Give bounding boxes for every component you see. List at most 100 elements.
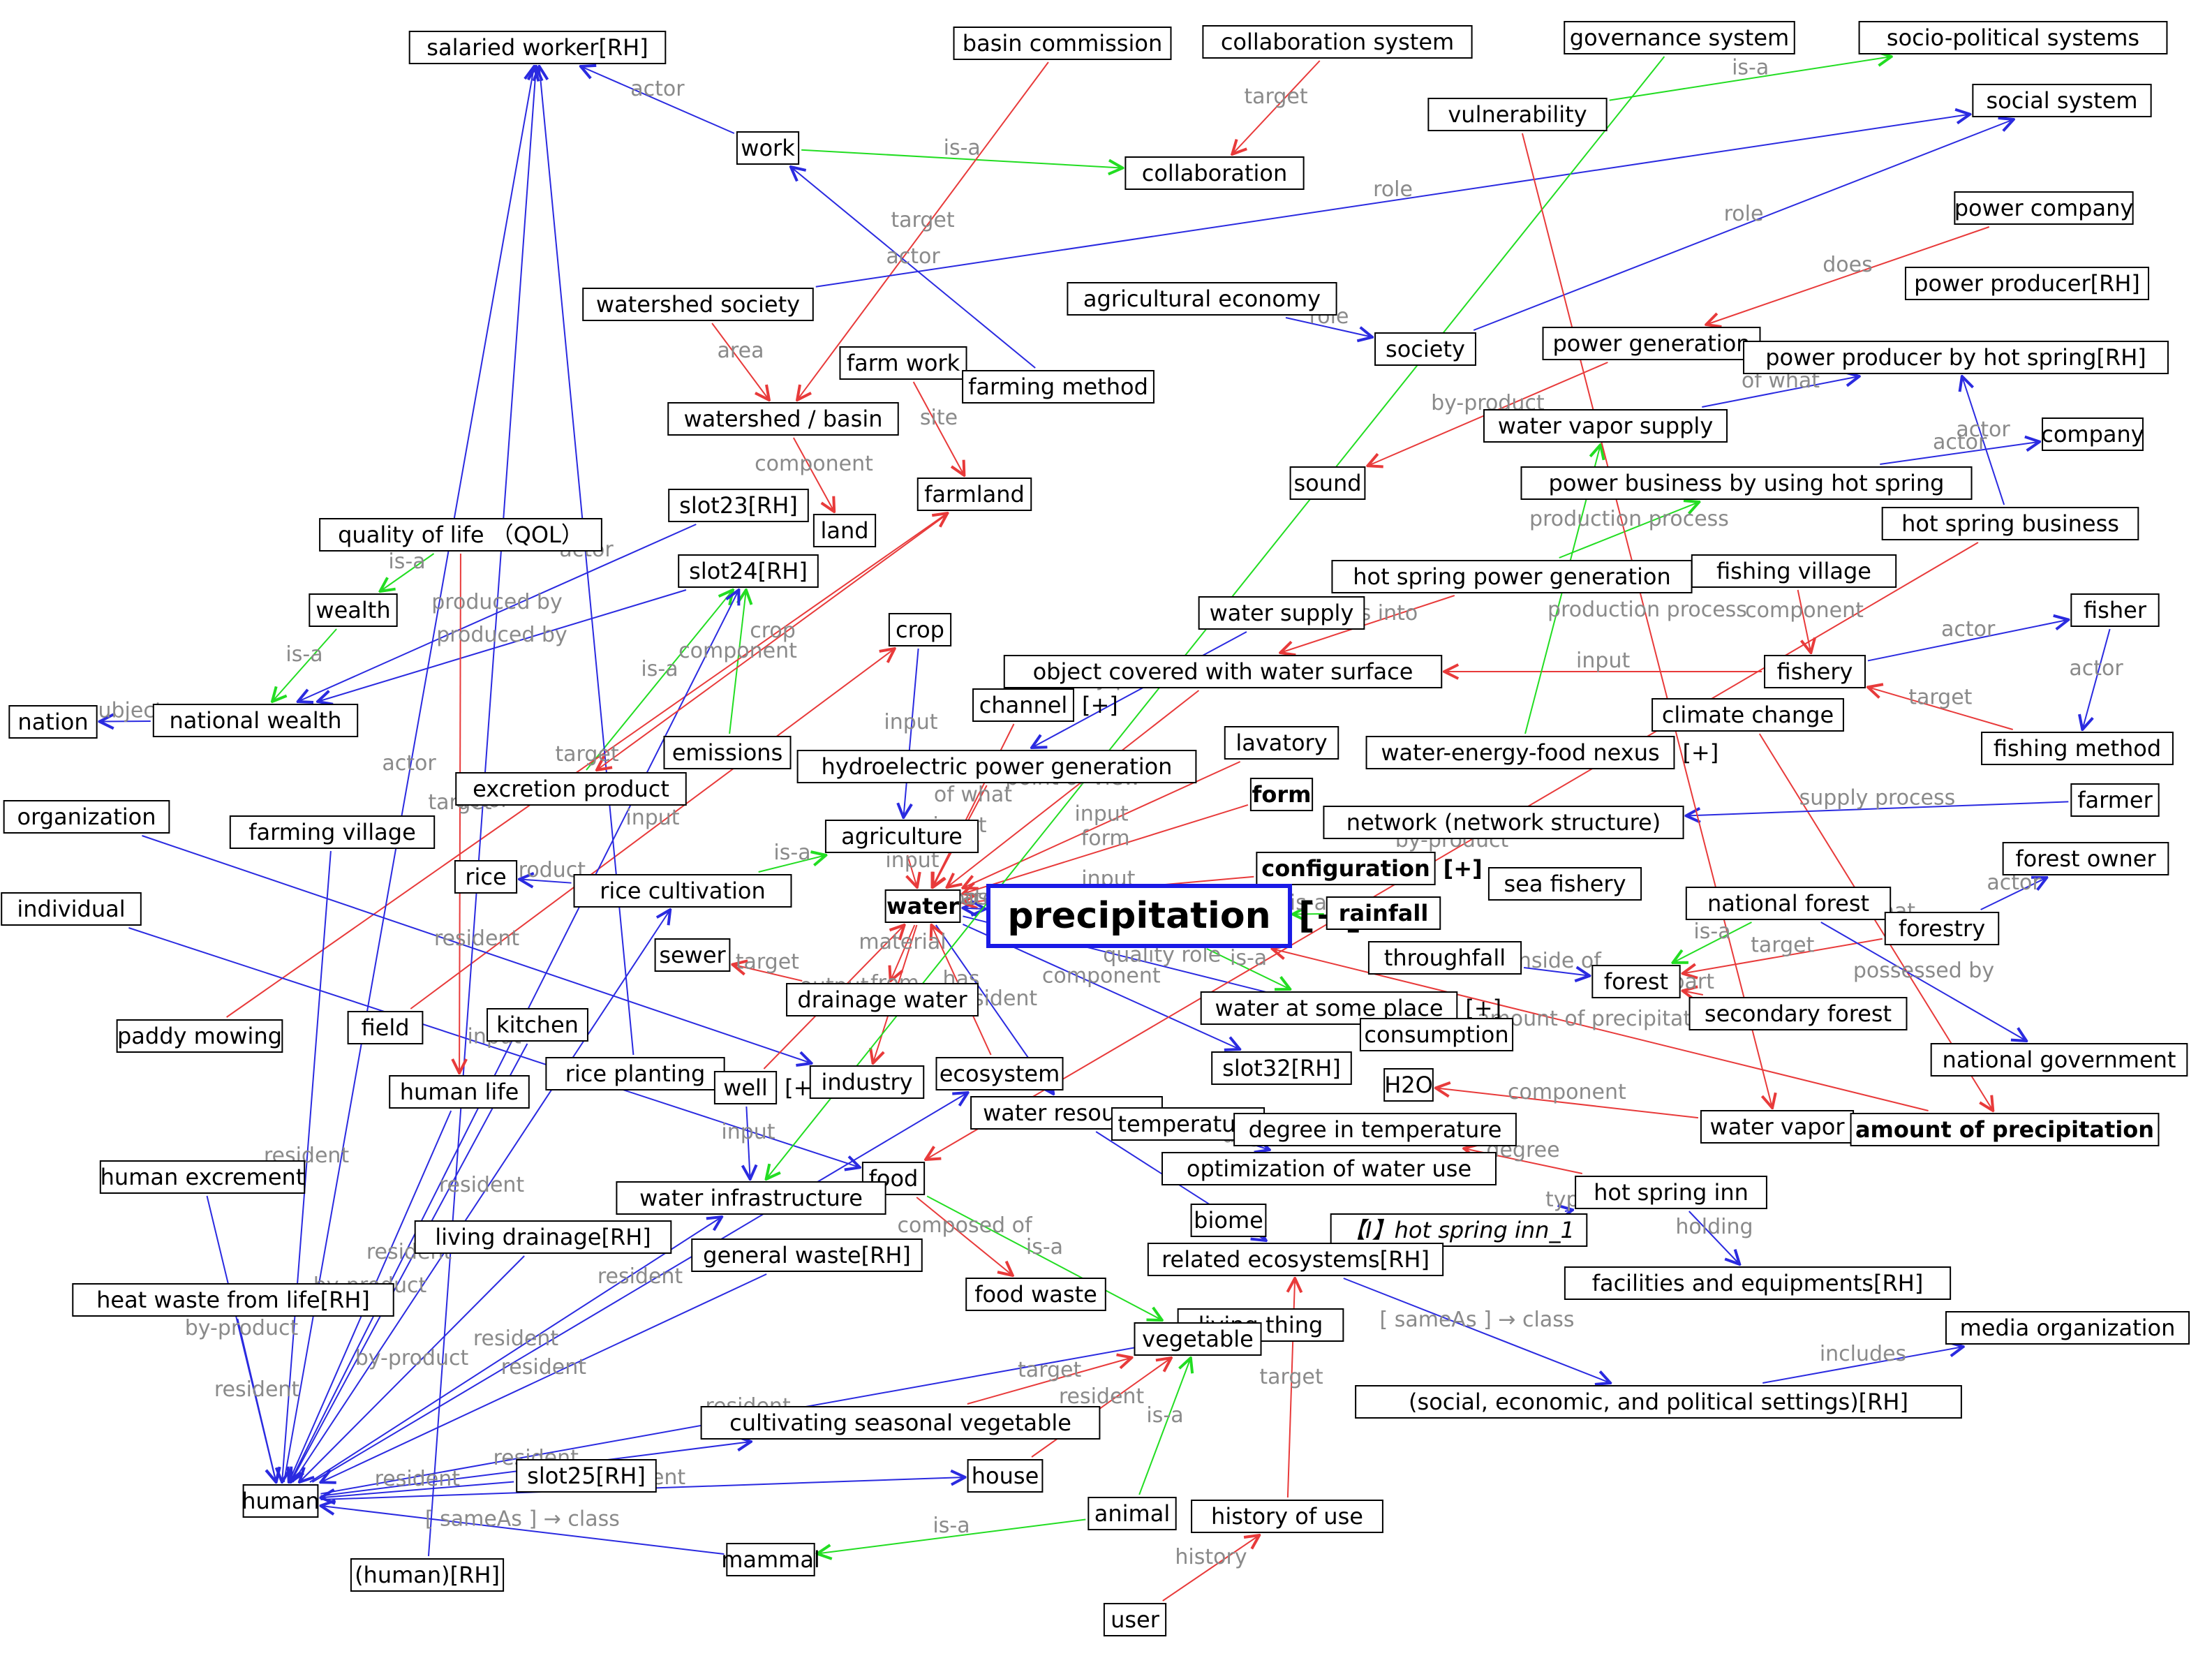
concept-node-emissions[interactable]: emissions: [663, 736, 792, 769]
concept-node-farmer[interactable]: farmer: [2070, 783, 2160, 817]
concept-node-lavatory[interactable]: lavatory: [1224, 726, 1339, 760]
concept-node-farming-village[interactable]: farming village: [229, 815, 436, 849]
concept-node-excretion[interactable]: excretion product: [455, 772, 687, 806]
concept-node-farm-work[interactable]: farm work: [839, 346, 967, 380]
concept-node-vegetable[interactable]: vegetable: [1134, 1322, 1262, 1356]
concept-node-farmland[interactable]: farmland: [916, 478, 1032, 511]
concept-node-degree-temp[interactable]: degree in temperature: [1233, 1113, 1517, 1146]
concept-node-channel[interactable]: channel[+]: [972, 688, 1118, 722]
concept-node-fishery[interactable]: fishery: [1764, 655, 1866, 688]
concept-node-sound[interactable]: sound: [1289, 466, 1366, 500]
concept-node-media-org[interactable]: media organization: [1945, 1311, 2190, 1345]
concept-node-water-supply[interactable]: water supply: [1198, 596, 1365, 630]
concept-node-hot-spring-inn[interactable]: hot spring inn: [1575, 1176, 1767, 1209]
concept-node-slot24[interactable]: slot24[RH]: [678, 554, 819, 588]
concept-node-amount-precip[interactable]: amount of precipitation: [1850, 1113, 2160, 1146]
concept-node-governance-system[interactable]: governance system: [1564, 21, 1795, 54]
concept-node-human-life[interactable]: human life: [389, 1075, 530, 1109]
concept-node-rice-planting[interactable]: rice planting: [545, 1057, 725, 1090]
concept-node-society[interactable]: society: [1374, 332, 1476, 366]
concept-node-fishing-village[interactable]: fishing village: [1691, 554, 1897, 588]
concept-node-history-of-use[interactable]: history of use: [1191, 1500, 1383, 1533]
concept-node-water-vapor[interactable]: water vapor: [1700, 1110, 1855, 1144]
concept-node-well[interactable]: well[+]: [713, 1071, 821, 1104]
concept-node-pb-hot-spring[interactable]: power business by using hot spring: [1520, 466, 1973, 500]
concept-node-optimization[interactable]: optimization of water use: [1161, 1152, 1497, 1185]
concept-node-watershed-society[interactable]: watershed society: [582, 288, 814, 321]
concept-node-pp-hot-spring[interactable]: power producer by hot spring[RH]: [1743, 341, 2169, 374]
concept-node-organization[interactable]: organization: [3, 800, 170, 834]
concept-node-animal[interactable]: animal: [1088, 1497, 1177, 1530]
concept-node-throughfall[interactable]: throughfall: [1367, 941, 1522, 975]
concept-node-rainfall[interactable]: rainfall: [1326, 896, 1441, 930]
concept-node-object-covered[interactable]: object covered with water surface: [1003, 655, 1443, 688]
concept-node-rice[interactable]: rice: [454, 860, 518, 894]
concept-node-agriculture[interactable]: agriculture: [824, 820, 979, 853]
concept-node-farming-method[interactable]: farming method: [962, 370, 1155, 404]
concept-node-form[interactable]: form: [1249, 778, 1314, 811]
concept-node-work[interactable]: work: [736, 131, 800, 165]
concept-node-secondary-forest[interactable]: secondary forest: [1688, 997, 1908, 1030]
concept-node-water-infra[interactable]: water infrastructure: [616, 1181, 886, 1215]
concept-node-socio-political[interactable]: socio-political systems: [1858, 21, 2168, 54]
concept-node-biome[interactable]: biome: [1190, 1204, 1267, 1237]
concept-node-water[interactable]: water: [884, 889, 961, 923]
concept-node-national-government[interactable]: national government: [1930, 1043, 2188, 1077]
concept-node-vulnerability[interactable]: vulnerability: [1427, 98, 1608, 131]
concept-node-hydro-power[interactable]: hydroelectric power generation: [796, 750, 1197, 783]
concept-node-configuration[interactable]: configuration[+]: [1256, 852, 1483, 885]
concept-node-agri-economy[interactable]: agricultural economy: [1067, 282, 1337, 316]
concept-node-fisher[interactable]: fisher: [2070, 593, 2160, 627]
concept-node-general-waste[interactable]: general waste[RH]: [691, 1238, 923, 1272]
concept-node-paddy-mowing[interactable]: paddy mowing: [116, 1019, 283, 1053]
concept-node-mammal[interactable]: mammal: [721, 1543, 820, 1576]
concept-node-human-rh[interactable]: (human)[RH]: [350, 1558, 505, 1592]
expand-toggle[interactable]: [+]: [1465, 995, 1501, 1021]
concept-node-industry[interactable]: industry: [809, 1065, 925, 1099]
concept-node-settings[interactable]: (social, economic, and political setting…: [1355, 1385, 1962, 1419]
concept-node-cultivating-veg[interactable]: cultivating seasonal vegetable: [700, 1406, 1101, 1440]
concept-node-kitchen[interactable]: kitchen: [487, 1008, 588, 1042]
concept-node-forest-owner[interactable]: forest owner: [2002, 842, 2169, 875]
concept-node-crop[interactable]: crop: [888, 613, 952, 646]
expand-toggle[interactable]: [+]: [1082, 692, 1118, 718]
concept-node-human[interactable]: human: [242, 1484, 320, 1518]
concept-node-slot32[interactable]: slot32[RH]: [1211, 1051, 1352, 1085]
concept-node-field[interactable]: field: [347, 1011, 424, 1044]
concept-node-climate-change[interactable]: climate change: [1651, 698, 1844, 732]
concept-node-drainage-water[interactable]: drainage water: [786, 983, 979, 1016]
concept-node-facilities[interactable]: facilities and equipments[RH]: [1564, 1266, 1952, 1300]
concept-node-house[interactable]: house: [967, 1459, 1044, 1493]
concept-node-forestry[interactable]: forestry: [1884, 912, 2000, 945]
concept-node-fishing-method[interactable]: fishing method: [1981, 732, 2174, 765]
concept-node-power-company[interactable]: power company: [1954, 191, 2134, 225]
concept-node-human-excrement[interactable]: human excrement: [99, 1160, 306, 1194]
concept-node-h2o[interactable]: H2O: [1383, 1068, 1434, 1102]
concept-node-salaried-worker[interactable]: salaried worker[RH]: [408, 31, 667, 64]
concept-node-social-system[interactable]: social system: [1972, 84, 2152, 117]
concept-node-power-producer[interactable]: power producer[RH]: [1904, 267, 2150, 300]
concept-node-basin-commission[interactable]: basin commission: [953, 27, 1172, 60]
expand-toggle[interactable]: [+]: [1682, 739, 1719, 766]
concept-node-network[interactable]: network (network structure): [1323, 806, 1684, 839]
concept-node-hs-inn-1[interactable]: 【I】hot spring inn_1: [1330, 1213, 1588, 1247]
concept-node-slot23[interactable]: slot23[RH]: [668, 489, 809, 522]
concept-node-qol[interactable]: quality of life （QOL）: [319, 518, 602, 552]
concept-node-hot-spring-business[interactable]: hot spring business: [1881, 507, 2139, 540]
concept-node-slot25[interactable]: slot25[RH]: [516, 1459, 657, 1493]
concept-node-food-waste[interactable]: food waste: [965, 1278, 1106, 1311]
concept-node-power-generation[interactable]: power generation: [1542, 327, 1761, 360]
concept-node-living-drainage[interactable]: living drainage[RH]: [414, 1220, 672, 1254]
concept-node-nation[interactable]: nation: [8, 705, 98, 739]
concept-node-collaboration[interactable]: collaboration: [1124, 156, 1305, 190]
concept-node-ecosystem[interactable]: ecosystem: [935, 1057, 1064, 1090]
concept-node-wealth[interactable]: wealth: [309, 593, 398, 627]
concept-node-watershed-basin[interactable]: watershed / basin: [667, 402, 899, 436]
concept-node-rice-cultivation[interactable]: rice cultivation: [573, 874, 792, 908]
concept-node-hs-power-gen[interactable]: hot spring power generation: [1331, 560, 1693, 593]
concept-node-user[interactable]: user: [1103, 1603, 1167, 1636]
concept-node-consumption[interactable]: consumption: [1359, 1018, 1514, 1051]
concept-node-collaboration-system[interactable]: collaboration system: [1202, 25, 1473, 59]
concept-node-sea-fishery[interactable]: sea fishery: [1487, 867, 1642, 901]
concept-node-individual[interactable]: individual: [1, 892, 142, 926]
